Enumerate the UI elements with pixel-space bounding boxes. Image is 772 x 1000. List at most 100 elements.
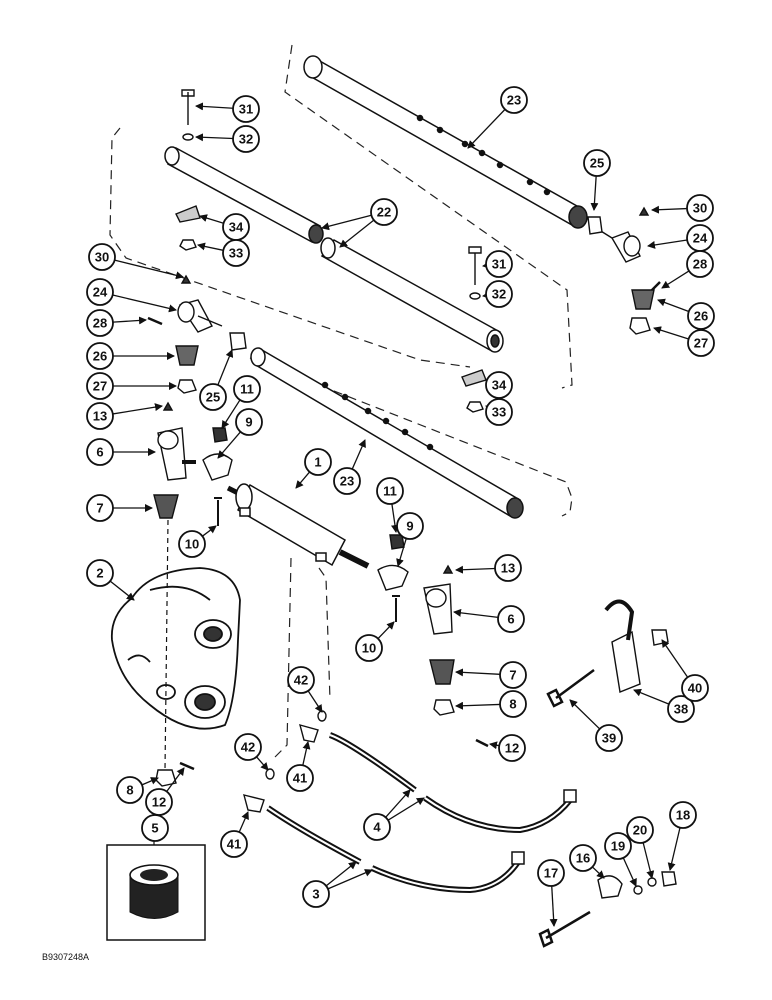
leader-line	[455, 668, 501, 677]
callout-20: 20	[626, 816, 655, 879]
phantom-hose-line-1	[271, 557, 292, 761]
leader-line	[661, 639, 689, 678]
callout-number: 30	[95, 250, 109, 265]
callout-number: 25	[590, 156, 604, 171]
clamp-9-upper	[202, 453, 233, 481]
callout-number: 10	[362, 641, 376, 656]
bushing-26-left	[175, 345, 199, 366]
callout-circle	[333, 467, 361, 495]
callout-circle	[86, 438, 114, 466]
leader-line	[455, 565, 496, 574]
leader-line	[166, 767, 185, 792]
callout-circle	[498, 734, 526, 762]
callout-circle	[86, 494, 114, 522]
leader-line	[455, 701, 501, 710]
callout-number: 25	[206, 390, 220, 405]
nut-33-right	[466, 401, 484, 413]
cone-7-right	[429, 659, 455, 685]
callout-number: 33	[492, 405, 506, 420]
bolt-10-upper	[214, 497, 222, 526]
callout-32: 32	[195, 125, 260, 153]
callout-circle	[363, 813, 391, 841]
elbow-fitting-41-lower	[243, 794, 265, 813]
callout-circle	[626, 816, 654, 844]
callout-circle	[396, 512, 424, 540]
callout-10: 10	[355, 621, 395, 662]
callout-circle	[86, 372, 114, 400]
clip-34-right	[461, 369, 487, 387]
callout-33: 33	[197, 239, 250, 267]
callout-10: 10	[178, 525, 217, 558]
washer-19	[633, 885, 643, 895]
leader-line	[453, 608, 499, 619]
callout-circle	[686, 250, 714, 278]
callout-39: 39	[569, 699, 623, 752]
cotter-pin-12-right	[475, 738, 489, 748]
bolt-31-upper	[181, 89, 195, 125]
callout-circle	[235, 408, 263, 436]
callout-number: 27	[93, 379, 107, 394]
callout-4: 4	[363, 789, 425, 841]
steering-cylinder-1	[226, 483, 370, 569]
callout-number: 3	[312, 887, 319, 902]
callout-number: 11	[383, 484, 397, 499]
callout-circle	[686, 194, 714, 222]
callout-13: 13	[86, 402, 163, 430]
cotter-pin-28-left	[147, 316, 163, 326]
callout-number: 31	[492, 257, 506, 272]
callout-circle	[485, 280, 513, 308]
leader-line	[256, 756, 269, 771]
leader-line	[109, 580, 135, 601]
leader-line	[622, 857, 637, 887]
callout-circle	[667, 695, 695, 723]
callout-circle	[583, 149, 611, 177]
o-ring-42-lower	[265, 768, 275, 780]
leader-line	[590, 175, 599, 211]
callout-6: 6	[453, 605, 525, 633]
callout-28: 28	[661, 250, 714, 289]
callout-circle	[178, 530, 206, 558]
callout-number: 26	[93, 349, 107, 364]
callout-number: 41	[227, 837, 241, 852]
leader-line	[657, 298, 690, 313]
callout-circle	[88, 243, 116, 271]
callout-circle	[499, 661, 527, 689]
callout-12: 12	[145, 767, 185, 816]
tube-lower-23	[250, 347, 524, 519]
callout-40: 40	[661, 639, 709, 702]
callout-number: 5	[151, 821, 158, 836]
callout-number: 38	[674, 702, 688, 717]
callout-27: 27	[86, 372, 177, 400]
callout-number: 13	[501, 561, 515, 576]
phantom-outline-upper-left	[109, 127, 471, 368]
callout-circle	[494, 554, 522, 582]
phantom-outlines	[109, 44, 573, 761]
nut-27-right	[629, 317, 651, 335]
leader-line	[569, 699, 601, 730]
callout-number: 17	[544, 866, 558, 881]
callout-number: 7	[509, 668, 516, 683]
clip-34-left	[175, 205, 201, 223]
callout-22: 22	[321, 198, 398, 248]
lockwasher-20	[647, 877, 657, 887]
callout-circle	[687, 302, 715, 330]
leader-line	[197, 242, 224, 251]
washer-32-upper	[182, 133, 194, 141]
leader-line	[295, 471, 311, 489]
leader-line	[307, 690, 323, 713]
callout-33: 33	[485, 398, 513, 426]
callout-8: 8	[116, 776, 159, 804]
elbow-fitting-41-upper	[299, 723, 319, 743]
hose-3	[266, 805, 525, 894]
callout-number: 9	[406, 519, 413, 534]
callout-number: 23	[507, 93, 521, 108]
callout-number: 27	[694, 336, 708, 351]
grease-fitting-13-right	[442, 564, 454, 574]
leader-line	[114, 259, 184, 280]
nut-27-left	[177, 379, 197, 394]
nut-18	[661, 871, 677, 887]
callout-circle	[569, 844, 597, 872]
leader-line	[667, 827, 681, 871]
callout-31: 31	[195, 95, 260, 123]
callout-circle	[232, 125, 260, 153]
